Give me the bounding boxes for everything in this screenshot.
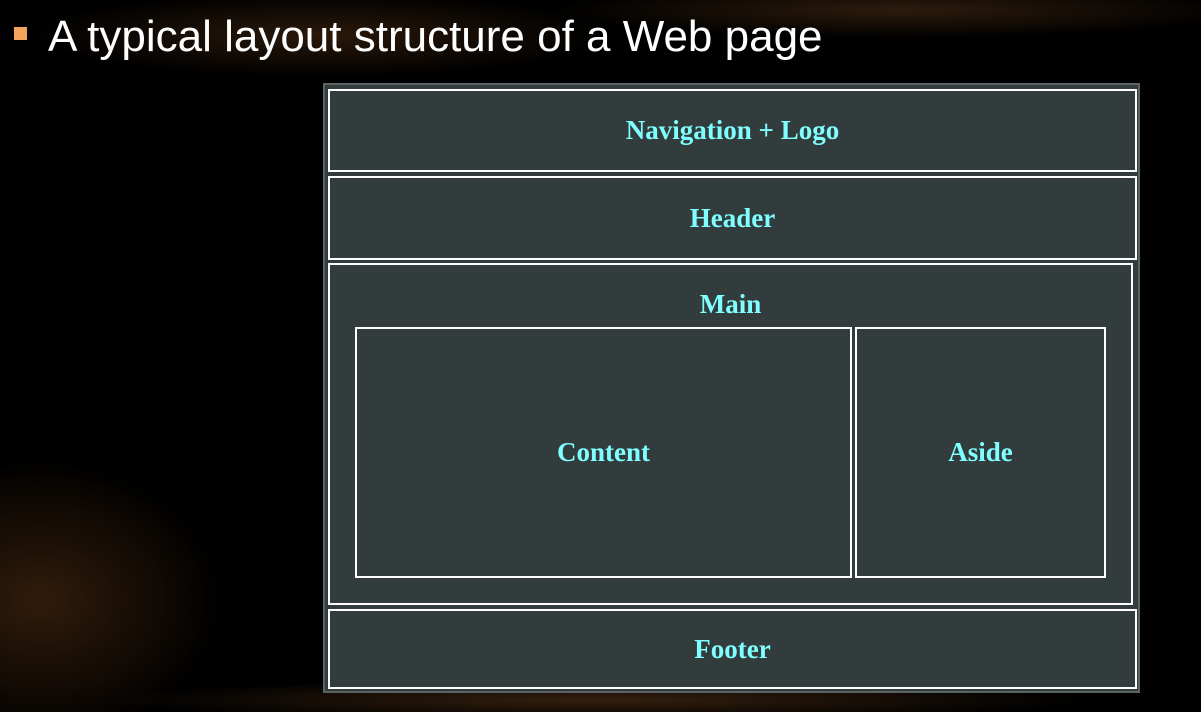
aside-box: Aside (855, 327, 1106, 578)
header-label: Header (689, 202, 776, 233)
aside-label: Aside (948, 437, 1013, 467)
footer-label: Footer (694, 633, 771, 664)
nav-logo-box: Navigation + Logo (328, 89, 1137, 172)
footer-box: Footer (328, 609, 1137, 689)
square-bullet-icon (14, 27, 27, 40)
header-box: Header (328, 176, 1137, 260)
content-label: Content (557, 437, 650, 467)
slide-title: A typical layout structure of a Web page (48, 12, 823, 61)
main-label: Main (699, 289, 762, 319)
nav-logo-label: Navigation + Logo (625, 115, 840, 145)
content-box: Content (355, 327, 852, 578)
